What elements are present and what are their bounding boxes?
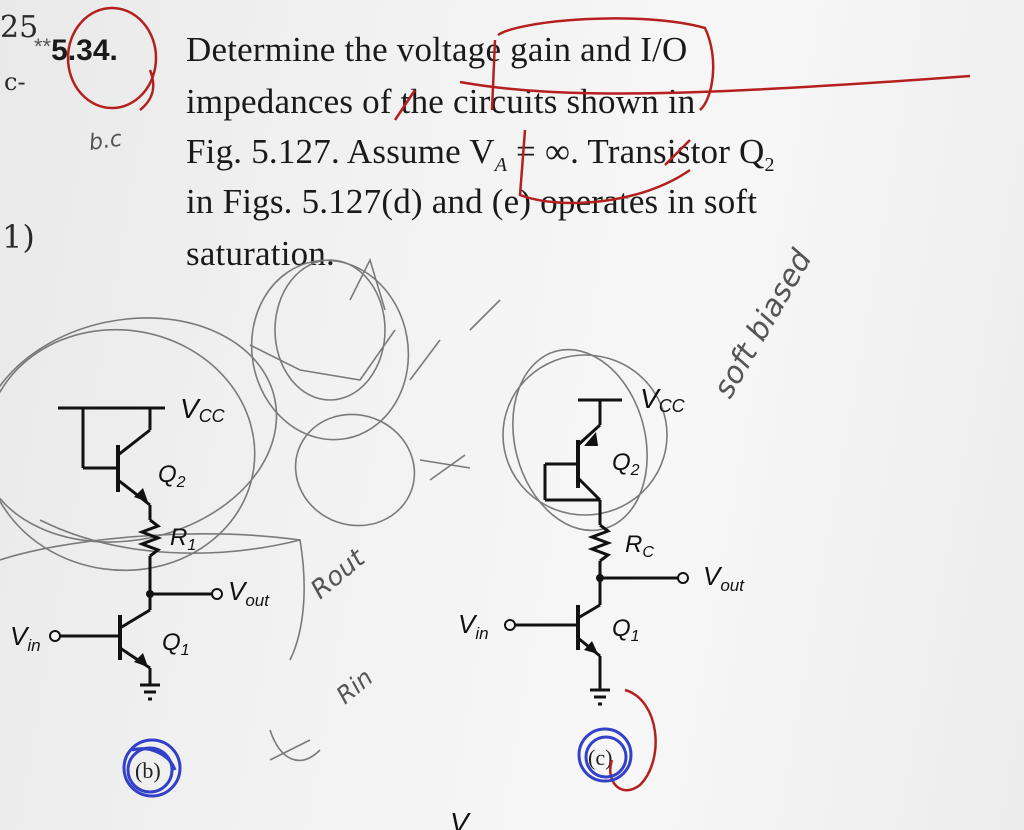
- problem-line-4: in Figs. 5.127(d) and (e) operates in so…: [186, 182, 758, 221]
- circuit-c-q1-label: Q1: [612, 615, 640, 645]
- problem-line-3: Fig. 5.127. Assume VA = ∞. Transistor Q2: [186, 132, 775, 177]
- va-subscript: A: [494, 154, 508, 176]
- handwritten-rin: Rin: [331, 663, 379, 709]
- circuit-c-q2-label: Q2: [612, 449, 640, 479]
- margin-equation-ref: 1): [2, 218, 35, 256]
- circuit-b-vout-terminal: [211, 588, 223, 600]
- circuit-c-q2-arrow: [584, 432, 598, 446]
- q2-subscript: 2: [764, 154, 775, 176]
- difficulty-stars: **: [34, 34, 52, 59]
- problem-line-3-start: Fig. 5.127. Assume V: [186, 132, 495, 171]
- circuit-b: [58, 406, 212, 701]
- circuit-c-caption: (c): [588, 745, 612, 770]
- circuit-c-node-dot: [596, 574, 604, 582]
- problem-line-2: impedances of the circuits shown in: [186, 82, 696, 121]
- circuit-b-q2-label: Q2: [158, 461, 186, 491]
- bottom-cut-label: V: [450, 807, 471, 830]
- problem-line-5: saturation.: [186, 234, 335, 273]
- circuit-b-vcc-label: VCC: [180, 393, 226, 426]
- margin-letter-fragment: c-: [4, 68, 26, 96]
- circuit-c-vout-terminal: [677, 572, 689, 584]
- circuit-c-q1-arrow: [584, 641, 598, 654]
- circuit-b-node-dot: [146, 590, 154, 598]
- circuit-c-rc-label: RC: [625, 531, 654, 561]
- circuit-c-vout-label: Vout: [703, 561, 745, 595]
- circuit-c-vcc-label: VCC: [640, 383, 686, 416]
- circuit-b-q1-arrow: [134, 653, 148, 667]
- problem-line-1: Determine the voltage gain and I/O: [186, 30, 688, 69]
- circuit-b-q1-label: Q1: [162, 629, 190, 659]
- circuit-c-vin-terminal: [504, 619, 516, 631]
- circuit-b-vout-label: Vout: [228, 576, 270, 610]
- problem-number: **5.34.: [34, 34, 118, 68]
- circuit-b-vin-label: Vin: [10, 621, 41, 655]
- circuit-b-vin-terminal: [49, 630, 61, 642]
- circuit-b-r1-label: R1: [170, 524, 196, 554]
- handwritten-soft-biased: soft biased: [707, 243, 820, 404]
- red-ink-annotations: [66, 6, 971, 792]
- circuit-b-caption: (b): [135, 758, 161, 783]
- problem-line-3-tail: = ∞. Transistor Q: [507, 132, 765, 171]
- handwritten-rout: Rout: [305, 543, 371, 605]
- margin-page-fragment: 25: [0, 10, 39, 45]
- problem-number-label: 5.34.: [51, 34, 118, 67]
- handwritten-bc: b.c: [87, 127, 123, 156]
- pencil-scribbles: [0, 257, 668, 762]
- blue-ink-circles: [122, 727, 633, 798]
- circuit-b-q2-arrow: [134, 488, 148, 502]
- circuit-c-vin-label: Vin: [458, 609, 489, 643]
